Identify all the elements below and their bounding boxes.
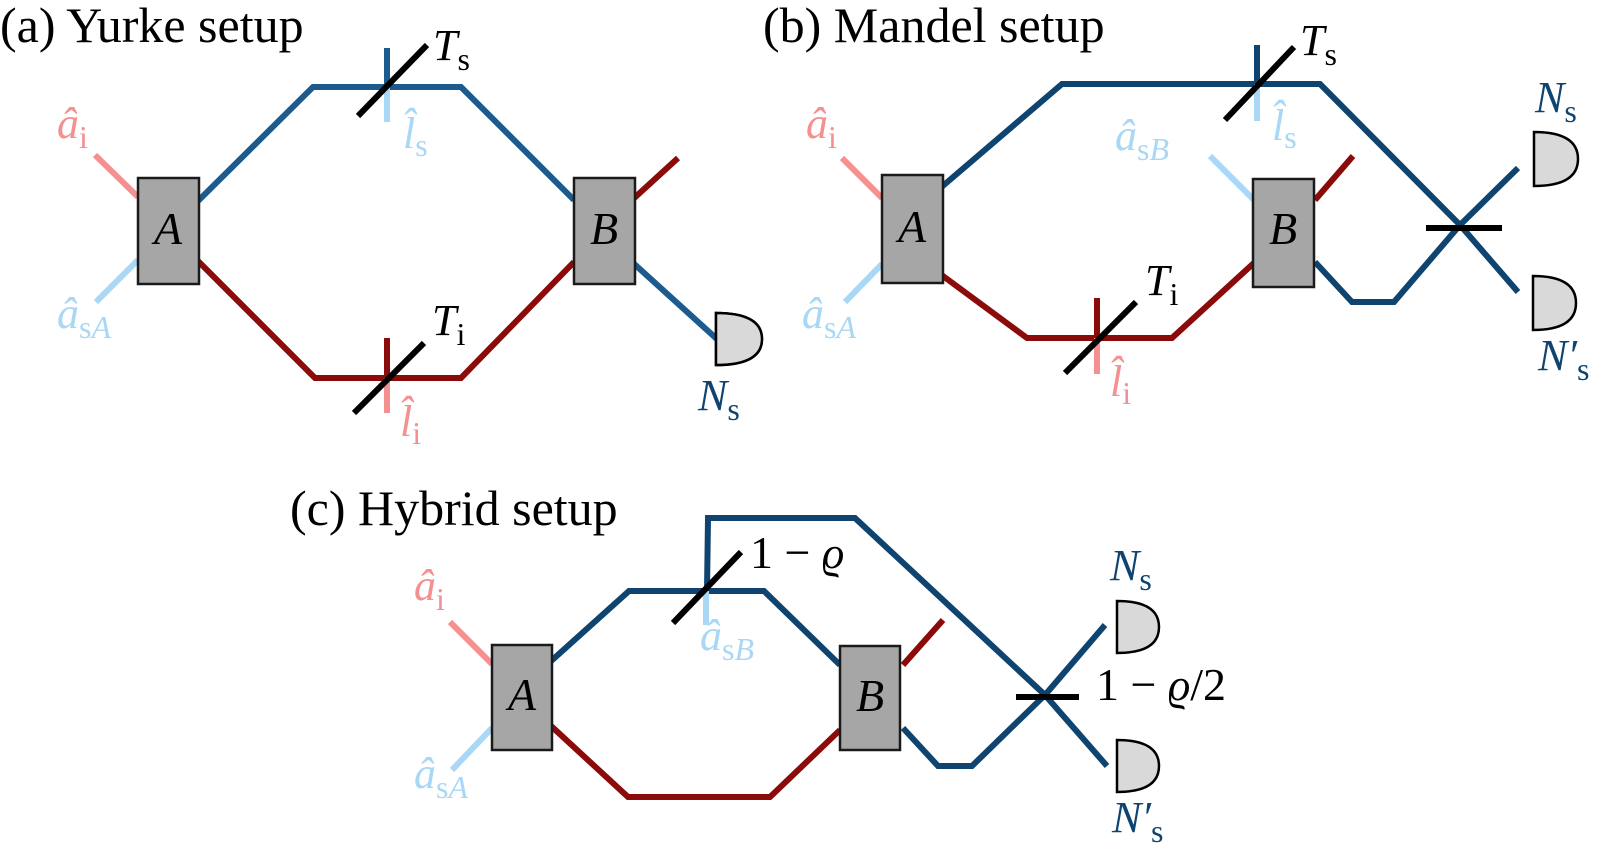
label-detector: Ns <box>697 371 740 427</box>
nonlinear-crystal-A <box>880 173 945 285</box>
box-B-label: B <box>1269 203 1297 254</box>
label-detector-1: Ns <box>1534 73 1577 129</box>
idler-path <box>547 722 843 800</box>
signal-loop-path <box>704 515 1108 700</box>
label-input-signal: âsA <box>414 749 468 805</box>
input-signal-B-line <box>1207 153 1258 204</box>
label-splitter-1: 1 − ϱ <box>750 527 844 578</box>
label-input-signal: âsA <box>57 289 111 345</box>
panel-c: (c) Hybrid setup A B âi âsA <box>290 480 1226 849</box>
idler-output-line <box>900 618 946 667</box>
detector-1-icon <box>1532 130 1580 188</box>
label-detector-2: N′s <box>1111 793 1163 849</box>
input-idler-line <box>447 619 495 667</box>
signal-b-path <box>900 690 1110 769</box>
idler-output-line <box>629 155 681 203</box>
detector-2-icon <box>1115 738 1161 794</box>
label-input-idler: âi <box>57 99 88 155</box>
input-signal-line <box>93 257 141 305</box>
beamsplitter-signal <box>1222 44 1297 123</box>
box-A-label: A <box>151 203 183 254</box>
detector-body <box>714 311 764 367</box>
label-input-idler: âi <box>806 99 837 155</box>
label-input-signal-B: âsB <box>1115 111 1169 167</box>
label-loss-idler: l̂i <box>400 396 421 451</box>
panel-a-title: (a) Yurke setup <box>0 0 304 53</box>
signal-output-path <box>629 259 721 343</box>
detector-1-icon <box>1115 599 1161 655</box>
label-detector-1: Ns <box>1109 541 1152 597</box>
label-input-idler: âi <box>414 561 445 617</box>
beamsplitter-1 <box>670 549 744 626</box>
box-A-label: A <box>895 201 927 252</box>
input-idler-line <box>92 152 141 200</box>
beamsplitter-idler <box>1062 299 1139 376</box>
panel-c-title: (c) Hybrid setup <box>290 480 618 536</box>
label-loss-idler: l̂i <box>1110 356 1131 411</box>
nonlinear-crystal-B <box>838 644 902 752</box>
input-signal-line <box>449 725 495 773</box>
label-input-signal: âsA <box>802 289 856 345</box>
label-transmission-signal: Ts <box>1300 16 1337 72</box>
nonlinear-crystal-B <box>572 176 637 286</box>
panel-b-title: (b) Mandel setup <box>763 0 1105 53</box>
label-loss-signal: l̂s <box>403 108 428 163</box>
beamsplitter-idler <box>351 340 427 416</box>
box-B-label: B <box>590 203 618 254</box>
label-splitter-2: 1 − ϱ/2 <box>1096 659 1226 710</box>
input-idler-line <box>839 155 885 201</box>
idler-output-line <box>1312 154 1356 202</box>
idler-path <box>922 259 1258 341</box>
label-transmission-idler: Ti <box>432 296 465 352</box>
label-detector-2: N′s <box>1537 331 1589 387</box>
label-input-signal-B: âsB <box>700 611 754 667</box>
detector-2-icon <box>1531 274 1578 332</box>
panel-b: (b) Mandel setup A B âi <box>763 0 1589 411</box>
box-A-label: A <box>505 669 537 720</box>
nonlinear-crystal-B <box>1251 177 1316 289</box>
nonlinear-crystal-A <box>490 643 554 752</box>
label-transmission-signal: Ts <box>433 21 470 77</box>
label-transmission-idler: Ti <box>1145 256 1178 312</box>
label-loss-signal: l̂s <box>1272 100 1297 155</box>
panel-a: (a) Yurke setup A B âi âsA <box>0 0 764 451</box>
signal-path <box>922 81 1521 230</box>
nonlinear-crystal-A <box>136 176 201 286</box>
box-B-label: B <box>856 670 884 721</box>
signal-path <box>547 588 843 668</box>
input-signal-line <box>842 261 885 305</box>
beamsplitter-signal <box>355 42 430 119</box>
signal-b-path <box>1312 220 1521 305</box>
